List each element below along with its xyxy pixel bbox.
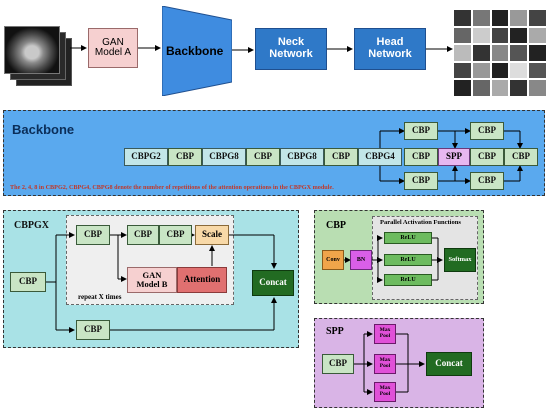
block-cbp-6: CBP	[504, 148, 538, 166]
block-cbpg8-2: CBPG8	[280, 148, 324, 166]
max-pool-3: Max Pool	[374, 382, 396, 402]
cbpgx-cbp-a: CBP	[76, 225, 110, 245]
ct-scan-stack	[4, 26, 72, 86]
max-pool-1: Max Pool	[374, 324, 396, 344]
cbpgx-shortcut-cbp: CBP	[76, 320, 110, 340]
bn-box: BN	[350, 250, 372, 270]
cbpgx-cbp-c: CBP	[159, 225, 192, 245]
cbpgx-cbp-b: CBP	[127, 225, 159, 245]
cbpgx-input-cbp: CBP	[10, 272, 46, 292]
output-image-grid	[454, 10, 546, 96]
block-cbp-branch-top-1: CBP	[404, 122, 438, 140]
block-cbp-3: CBP	[324, 148, 358, 166]
activation-group-title: Parallel Activation Functions	[380, 219, 461, 226]
gan-model-b-box: GAN Model B	[127, 267, 177, 293]
relu-box-3: ReLU	[384, 274, 432, 286]
block-cbp-4: CBP	[404, 148, 438, 166]
relu-box-1: ReLU	[384, 232, 432, 244]
backbone-panel-title: Backbone	[12, 122, 75, 137]
repeat-label: repeat X times	[78, 293, 122, 301]
block-cbp-branch-top-2: CBP	[470, 122, 504, 140]
head-network-box: Head Network	[354, 28, 426, 70]
backbone-trapezoid: Backbone	[162, 6, 232, 96]
spp-cbp: CBP	[322, 354, 354, 374]
block-cbp-1: CBP	[168, 148, 202, 166]
block-cbpg4: CBPG4	[358, 148, 402, 166]
max-pool-2: Max Pool	[374, 354, 396, 374]
spp-concat-box: Concat	[426, 352, 472, 376]
backbone-note: The 2, 4, 8 in CBPG2, CBPG4, CBPG8 denot…	[10, 184, 334, 191]
block-cbp-2: CBP	[246, 148, 280, 166]
relu-box-2: ReLU	[384, 254, 432, 266]
block-spp: SPP	[438, 148, 470, 166]
block-cbp-branch-bottom-1: CBP	[404, 172, 438, 190]
backbone-label: Backbone	[166, 44, 224, 58]
attention-box: Attention	[177, 267, 227, 293]
block-cbpg2: CBPG2	[124, 148, 168, 166]
cbpgx-title: CBPGX	[14, 220, 49, 231]
softmax-box: Softmax	[444, 248, 476, 272]
block-cbpg8-1: CBPG8	[202, 148, 246, 166]
block-cbp-branch-bottom-2: CBP	[470, 172, 504, 190]
spp-title: SPP	[326, 326, 344, 337]
conv-box: Conv	[322, 250, 344, 270]
cbpgx-concat-box: Concat	[252, 270, 294, 296]
scale-box: Scale	[195, 225, 229, 245]
block-cbp-5: CBP	[470, 148, 504, 166]
neck-network-box: Neck Network	[255, 28, 327, 70]
gan-model-a-box: GAN Model A	[88, 28, 138, 68]
cbp-panel-title: CBP	[326, 220, 346, 231]
